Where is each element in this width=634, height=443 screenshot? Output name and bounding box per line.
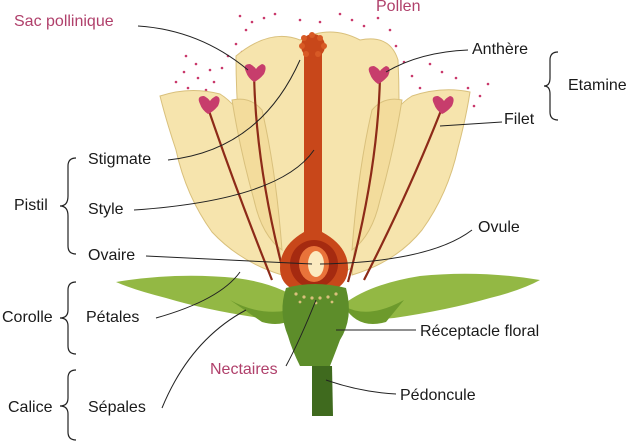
calice-brace xyxy=(59,369,77,441)
label-anthere: Anthère xyxy=(472,41,529,58)
peduncle-shape xyxy=(312,366,333,416)
etamine-brace xyxy=(543,51,559,121)
label-pedoncule: Pédoncule xyxy=(400,387,476,404)
label-stigmate: Stigmate xyxy=(88,151,152,168)
label-sac-pollinique: Sac pollinique xyxy=(14,13,114,30)
label-sepales: Sépales xyxy=(88,399,146,416)
filaments xyxy=(206,73,444,283)
receptacle-and-stem xyxy=(282,284,349,416)
label-ovule: Ovule xyxy=(478,219,520,236)
label-etamine: Etamine xyxy=(568,77,627,94)
leader-lines xyxy=(133,25,503,409)
pistil-brace xyxy=(59,157,77,255)
label-petales: Pétales xyxy=(86,309,140,326)
receptacle-shape xyxy=(282,284,349,366)
braces xyxy=(59,51,559,441)
anthers xyxy=(198,64,454,114)
label-nectaires: Nectaires xyxy=(210,361,278,378)
label-receptacle-floral: Réceptacle floral xyxy=(420,323,540,340)
corolle-brace xyxy=(59,281,77,355)
label-filet: Filet xyxy=(504,111,535,128)
label-calice: Calice xyxy=(8,399,53,416)
label-style: Style xyxy=(88,201,124,218)
label-corolle: Corolle xyxy=(2,309,53,326)
pistil xyxy=(280,32,348,294)
ovule-shape xyxy=(308,251,324,277)
label-pistil: Pistil xyxy=(14,197,48,214)
label-ovaire: Ovaire xyxy=(88,247,136,264)
label-pollen: Pollen xyxy=(376,0,421,15)
